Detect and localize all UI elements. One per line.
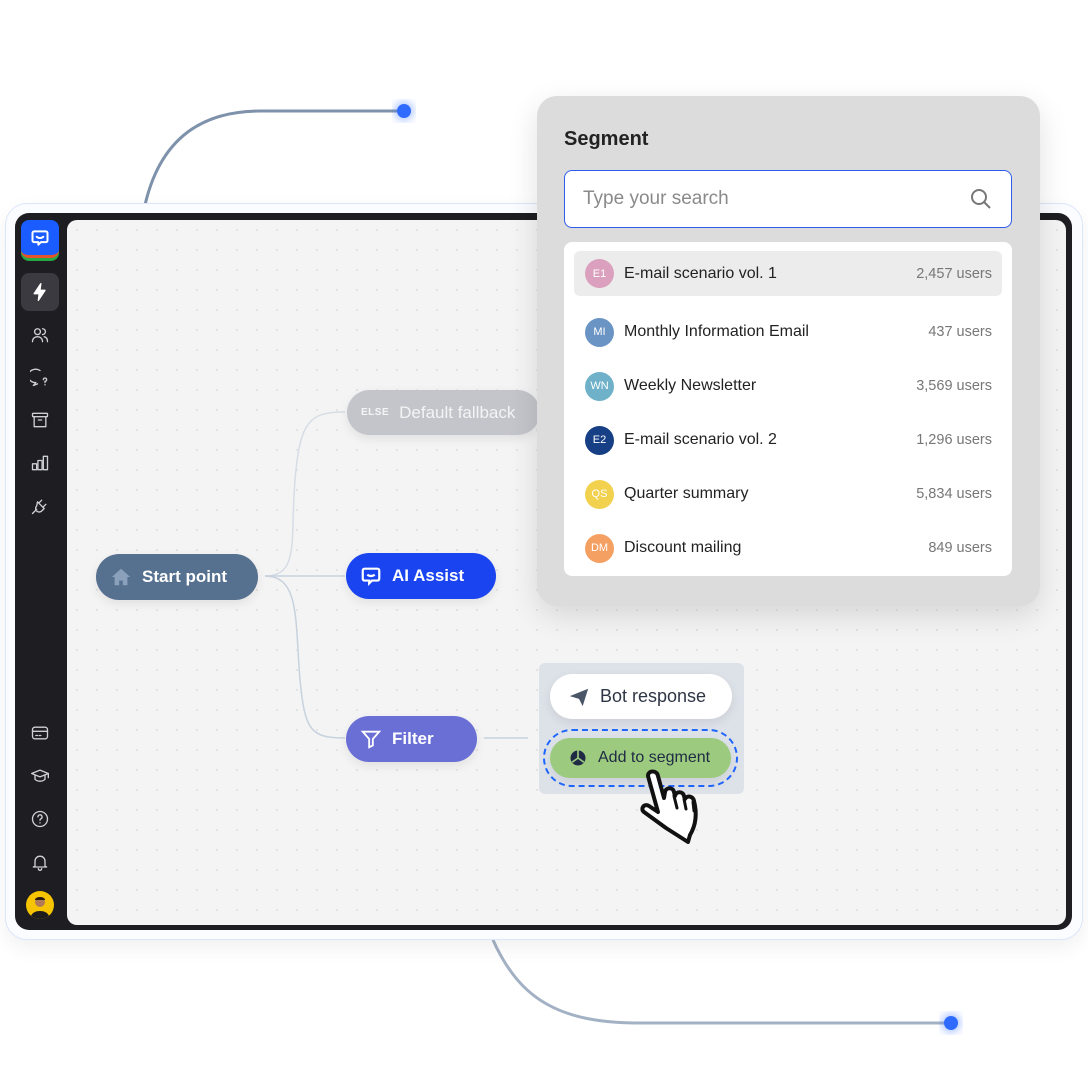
bolt-icon [33, 283, 46, 301]
filter-icon [360, 730, 382, 749]
segment-name: E-mail scenario vol. 2 [624, 431, 777, 448]
sidebar-item-users[interactable] [21, 316, 59, 354]
start-point-node[interactable]: Start point [96, 554, 258, 600]
segment-list-item[interactable]: DM Discount mailing 849 users [574, 521, 1002, 575]
segment-name: Weekly Newsletter [624, 377, 757, 394]
connector-dot [944, 1016, 958, 1030]
connector-dot [397, 104, 411, 118]
segment-avatar: DM [585, 533, 614, 563]
search-input[interactable] [583, 188, 943, 210]
segment-avatar: E1 [585, 259, 614, 288]
sidebar-item-notifications[interactable] [21, 843, 59, 881]
segment-user-count: 3,569 users [916, 378, 992, 394]
segment-search[interactable] [564, 170, 1012, 228]
add-to-segment-node[interactable]: Add to segment [550, 738, 731, 778]
filter-node[interactable]: Filter [346, 716, 477, 762]
users-icon [31, 328, 49, 343]
segment-list-item[interactable]: E1 E-mail scenario vol. 1 2,457 users [574, 251, 1002, 296]
segment-user-count: 1,296 users [916, 432, 992, 448]
segment-user-count: 5,834 users [916, 486, 992, 502]
bar-chart-icon [31, 455, 49, 471]
node-label: Start point [142, 567, 227, 586]
chat-question-icon [30, 368, 48, 387]
billing-card-icon [31, 726, 49, 740]
node-label: Filter [392, 729, 434, 748]
segment-list-item[interactable]: MI Monthly Information Email 437 users [574, 305, 1002, 359]
selection-outline [543, 729, 738, 787]
segment-avatar: E2 [585, 425, 614, 455]
else-tag: ELSE [361, 407, 390, 418]
sidebar-item-billing[interactable] [21, 714, 59, 752]
search-icon[interactable] [969, 187, 993, 211]
bot-response-node[interactable]: Bot response [550, 674, 732, 719]
segment-name: Monthly Information Email [624, 323, 809, 340]
segment-list: E1 E-mail scenario vol. 1 2,457 users MI … [564, 242, 1012, 576]
segment-panel: Segment E1 E-mail scenario vol. 1 2,457 … [537, 96, 1040, 606]
sidebar-item-academy[interactable] [21, 757, 59, 795]
segment-avatar: MI [585, 317, 614, 347]
node-label: Bot response [600, 686, 707, 706]
sidebar-item-reports[interactable] [21, 444, 59, 482]
hand-cursor-icon [640, 769, 698, 844]
sidebar-item-archive[interactable] [21, 401, 59, 439]
graduation-cap-icon [31, 769, 49, 782]
sidebar-item-automation[interactable] [21, 273, 59, 311]
segment-name: Quarter summary [624, 485, 749, 502]
pie-chart-icon [570, 750, 586, 766]
segment-list-item[interactable]: QS Quarter summary 5,834 users [574, 467, 1002, 521]
panel-title: Segment [564, 128, 649, 150]
node-label: Add to segment [598, 749, 711, 766]
home-icon [111, 568, 131, 586]
segment-user-count: 2,457 users [916, 265, 992, 282]
ai-assist-node[interactable]: AI Assist [346, 553, 496, 599]
sidebar-item-integrations[interactable] [21, 487, 59, 525]
segment-list-item[interactable]: WN Weekly Newsletter 3,569 users [574, 359, 1002, 413]
app-logo[interactable] [21, 220, 59, 258]
segment-user-count: 849 users [928, 540, 992, 556]
archive-icon [31, 412, 49, 428]
node-label: AI Assist [392, 566, 465, 585]
plug-icon [31, 499, 47, 515]
segment-user-count: 437 users [928, 324, 992, 340]
segment-list-item[interactable]: E2 E-mail scenario vol. 2 1,296 users [574, 413, 1002, 467]
segment-name: Discount mailing [624, 539, 742, 556]
node-label: Default fallback [399, 402, 516, 422]
help-icon [31, 810, 49, 828]
segment-name: E-mail scenario vol. 1 [624, 264, 777, 282]
default-fallback-node[interactable]: ELSE Default fallback [347, 390, 540, 435]
segment-avatar: QS [585, 479, 614, 509]
chat-bot-icon [361, 567, 381, 586]
sidebar-item-help[interactable] [21, 800, 59, 838]
avatar[interactable] [26, 891, 54, 919]
send-icon [569, 688, 589, 706]
segment-avatar: WN [585, 371, 614, 401]
bell-icon [32, 855, 48, 871]
sidebar-item-chats[interactable] [21, 359, 59, 397]
